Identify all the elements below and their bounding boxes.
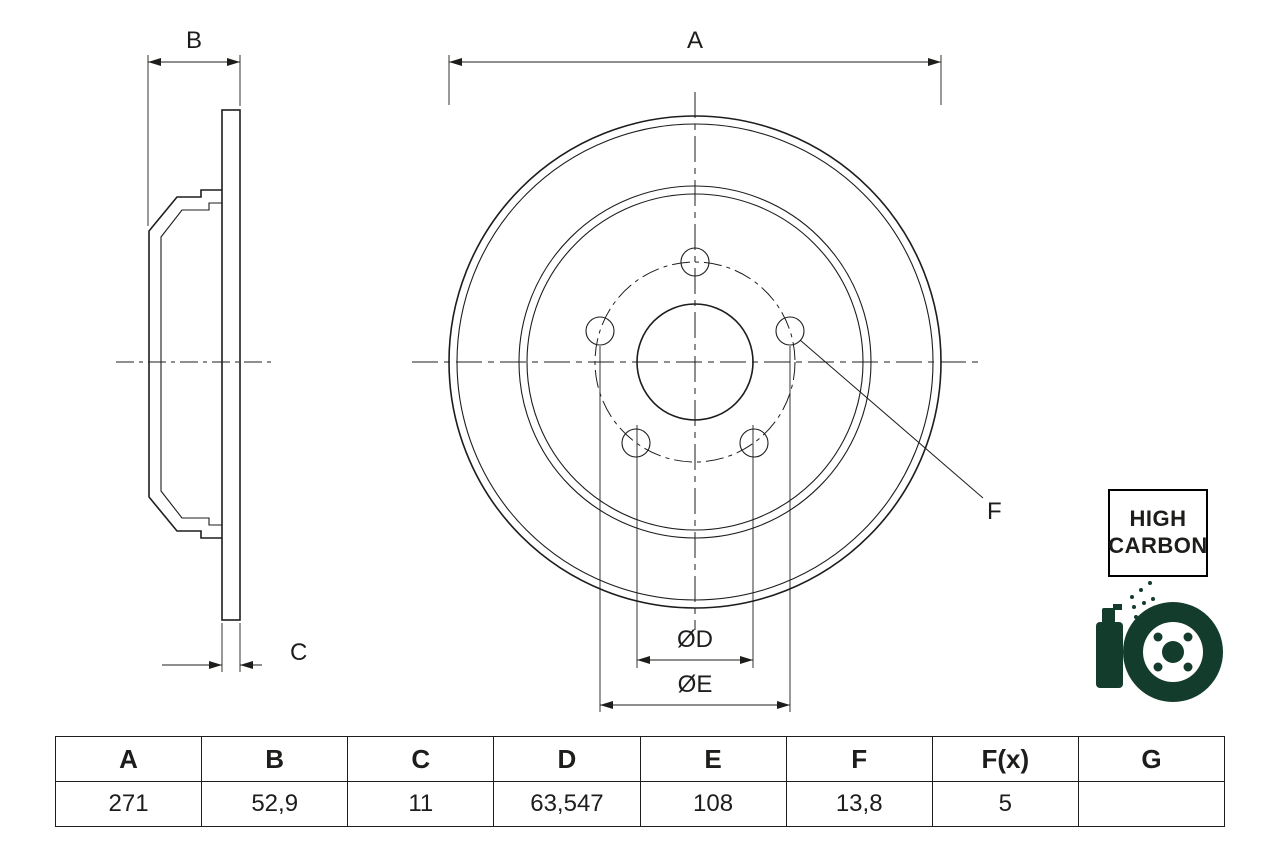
spray-can-icon — [1096, 622, 1123, 688]
drawing-canvas: B C — [116, 27, 1223, 712]
arrow-right-icon — [928, 58, 941, 66]
value-d: 63,547 — [493, 781, 641, 827]
dim-label-e: ØE — [678, 671, 713, 698]
value-g — [1077, 781, 1226, 827]
hat-inner-contour — [160, 202, 222, 526]
hat-outer-contour — [148, 189, 222, 539]
high-carbon-badge: HIGH CARBON — [1108, 489, 1208, 577]
arrow-left-icon — [449, 58, 462, 66]
col-header-f: F — [785, 736, 933, 782]
arrow-left-icon — [637, 656, 650, 664]
value-a: 271 — [54, 781, 203, 827]
dimension-table: A B C D E F F(x) G 271 52,9 11 63,547 10… — [54, 736, 1226, 827]
badge-line-1: HIGH — [1129, 506, 1187, 532]
front-view — [412, 92, 978, 630]
arrow-right-icon — [777, 701, 790, 709]
col-header-e: E — [639, 736, 787, 782]
dim-label-b: B — [186, 27, 202, 54]
dim-label-d: ØD — [677, 626, 713, 653]
dim-label-a: A — [687, 27, 703, 54]
arrow-left-icon — [240, 661, 253, 669]
value-e: 108 — [639, 781, 787, 827]
table-header-row: A B C D E F F(x) G — [54, 736, 1226, 782]
dimension-f: F — [799, 339, 1002, 525]
arrow-right-icon — [740, 656, 753, 664]
dimension-d: ØD — [636, 425, 754, 668]
col-header-fx: F(x) — [931, 736, 1079, 782]
badge-line-2: CARBON — [1108, 533, 1208, 558]
dim-label-f: F — [987, 498, 1002, 525]
value-f: 13,8 — [785, 781, 933, 827]
dimension-e: ØE — [599, 346, 791, 712]
col-header-a: A — [54, 736, 203, 782]
bolt-hole — [739, 428, 769, 458]
value-c: 11 — [347, 781, 495, 827]
disc-section — [221, 109, 241, 621]
col-header-b: B — [201, 736, 349, 782]
dimension-c: C — [162, 623, 307, 672]
arrow-left-icon — [148, 58, 161, 66]
col-header-c: C — [347, 736, 495, 782]
arrow-right-icon — [209, 661, 222, 669]
bolt-hole — [621, 428, 651, 458]
coated-disc-icon — [1096, 581, 1223, 702]
value-fx: 5 — [931, 781, 1079, 827]
value-b: 52,9 — [201, 781, 349, 827]
leader-line — [799, 339, 984, 499]
col-header-d: D — [493, 736, 641, 782]
table-value-row: 271 52,9 11 63,547 108 13,8 5 — [54, 781, 1226, 827]
dimension-a: A — [448, 27, 942, 105]
dim-label-c: C — [290, 639, 307, 666]
arrow-right-icon — [227, 58, 240, 66]
col-header-g: G — [1077, 736, 1226, 782]
bolt-hole — [585, 316, 615, 346]
arrow-left-icon — [600, 701, 613, 709]
dimension-b: B — [147, 27, 241, 226]
bolt-hole — [775, 316, 805, 346]
side-view — [116, 109, 272, 621]
